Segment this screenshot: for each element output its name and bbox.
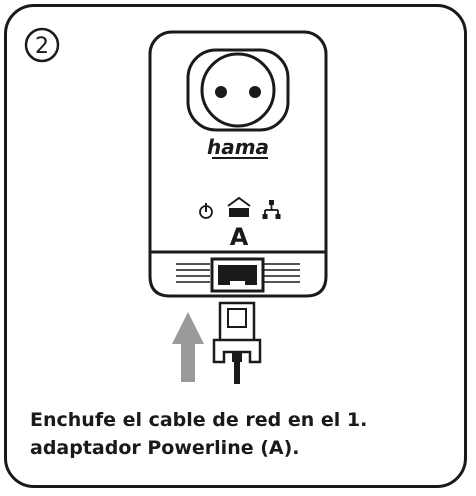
- socket-outlet: [186, 48, 290, 132]
- hama-logo: hama: [207, 135, 269, 159]
- instruction-line-2: adaptador Powerline (A).: [30, 437, 300, 459]
- vent-grille: [176, 263, 300, 283]
- network-icon: [262, 200, 281, 219]
- powerline-icon: [227, 196, 251, 217]
- port-label: A: [230, 223, 249, 251]
- brand-logo-text: hama: [207, 135, 269, 159]
- instruction-text: Enchufe el cable de red en el 1. adaptad…: [30, 406, 450, 462]
- insert-arrow-icon: [172, 312, 204, 382]
- power-icon: [199, 203, 213, 219]
- ethernet-port: [210, 257, 265, 293]
- rj45-connector-icon: [212, 301, 262, 384]
- instruction-line-1: Enchufe el cable de red en el 1.: [30, 409, 368, 431]
- step-number-badge: 2: [24, 27, 60, 63]
- socket-hole-right: [249, 86, 261, 98]
- powerline-adapter-diagram: 2 hama A: [24, 27, 328, 384]
- socket-hole-left: [215, 86, 227, 98]
- step-number: 2: [35, 34, 49, 59]
